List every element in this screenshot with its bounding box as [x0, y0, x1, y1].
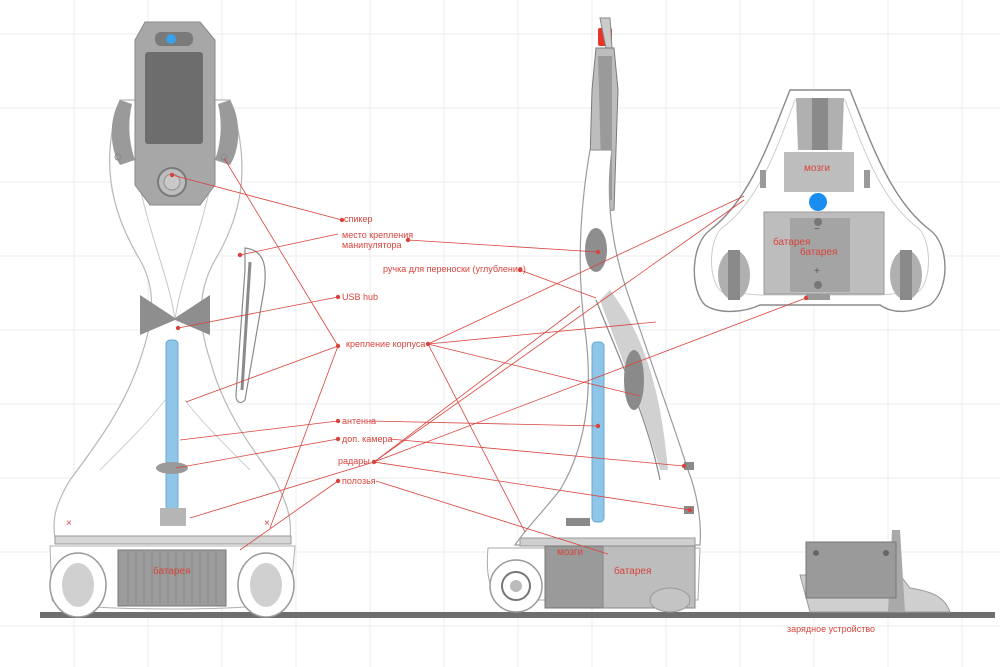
charger — [799, 530, 951, 613]
side-extra-camera — [566, 518, 590, 526]
label-top-minus: − — [814, 224, 820, 235]
top-terminal-plus — [814, 281, 822, 289]
speaker-icon — [157, 167, 187, 197]
top-side-radar-left — [760, 170, 766, 188]
front-skid-right: × — [264, 518, 270, 529]
label-radars: радары — [338, 456, 370, 466]
charger-screw — [883, 550, 889, 556]
side-antenna — [591, 341, 605, 523]
camera-icon — [155, 32, 193, 46]
label-side-battery: батарея — [614, 566, 652, 577]
front-antenna — [165, 339, 179, 511]
front-manipulator-arm-inner — [240, 261, 252, 391]
front-extra-camera — [156, 462, 188, 474]
label-front-battery: батарея — [153, 566, 191, 577]
side-recess — [624, 350, 644, 410]
label-side-brains: мозги — [557, 547, 584, 558]
side-view — [486, 17, 701, 613]
front-shoulder-right — [215, 100, 239, 165]
side-radar-1 — [684, 462, 694, 470]
label-top-plus: + — [814, 266, 820, 277]
side-brains-block — [544, 545, 604, 609]
label-body-mount: крепление корпуса — [346, 339, 426, 349]
top-wedge-left-center — [728, 250, 740, 300]
front-battery-stripes — [127, 552, 217, 604]
wheel-icon — [237, 552, 295, 618]
front-skid-left: × — [66, 518, 72, 529]
top-terminal-minus — [814, 218, 822, 226]
label-top-battery-1: батарея — [773, 237, 811, 248]
label-extra-camera: доп. камера — [342, 434, 393, 444]
front-shoulder-left — [111, 100, 135, 165]
front-antenna-base — [160, 508, 186, 526]
label-speaker: спикер — [344, 214, 373, 224]
front-body-mount-left — [114, 153, 122, 161]
annotation-leaders — [169, 157, 809, 555]
label-skids: полозья — [342, 476, 376, 486]
camera-icon — [809, 193, 827, 211]
ground-line — [40, 612, 995, 618]
wheel-icon — [489, 559, 543, 613]
label-top-battery-2: батарея — [800, 247, 838, 258]
side-base-plate — [519, 537, 696, 547]
front-body-mount-right — [220, 153, 228, 161]
top-brains-block — [784, 152, 854, 192]
label-top-brains: мозги — [804, 163, 831, 174]
wheel-icon — [49, 552, 107, 618]
front-body-inner-curve — [99, 399, 251, 471]
top-wedge-right-center — [900, 250, 912, 300]
front-screen — [145, 52, 203, 144]
front-view: × × — [49, 21, 296, 618]
top-connector — [806, 294, 830, 300]
label-manipulator-mount-line1: место крепления — [342, 230, 414, 240]
side-carry-handle — [585, 228, 607, 272]
label-carry-handle: ручка для переноски (углубление) — [383, 264, 526, 274]
label-charger: зарядное устройство — [787, 624, 876, 634]
label-usb-hub: USB hub — [342, 292, 379, 302]
top-wedge-top-center — [812, 98, 828, 150]
charger-screw — [813, 550, 819, 556]
label-manipulator-mount-line2: манипулятора — [342, 240, 402, 250]
label-antenna: антенна — [342, 416, 376, 426]
side-body-outline — [513, 149, 701, 546]
side-rear-wheel — [649, 587, 691, 613]
top-side-radar-right — [864, 170, 870, 188]
top-view — [693, 89, 946, 313]
top-battery-inner — [790, 218, 850, 292]
front-battery — [117, 549, 227, 607]
charger-body — [805, 541, 897, 599]
top-inner-outline — [711, 99, 929, 296]
front-base-plate — [54, 535, 292, 545]
